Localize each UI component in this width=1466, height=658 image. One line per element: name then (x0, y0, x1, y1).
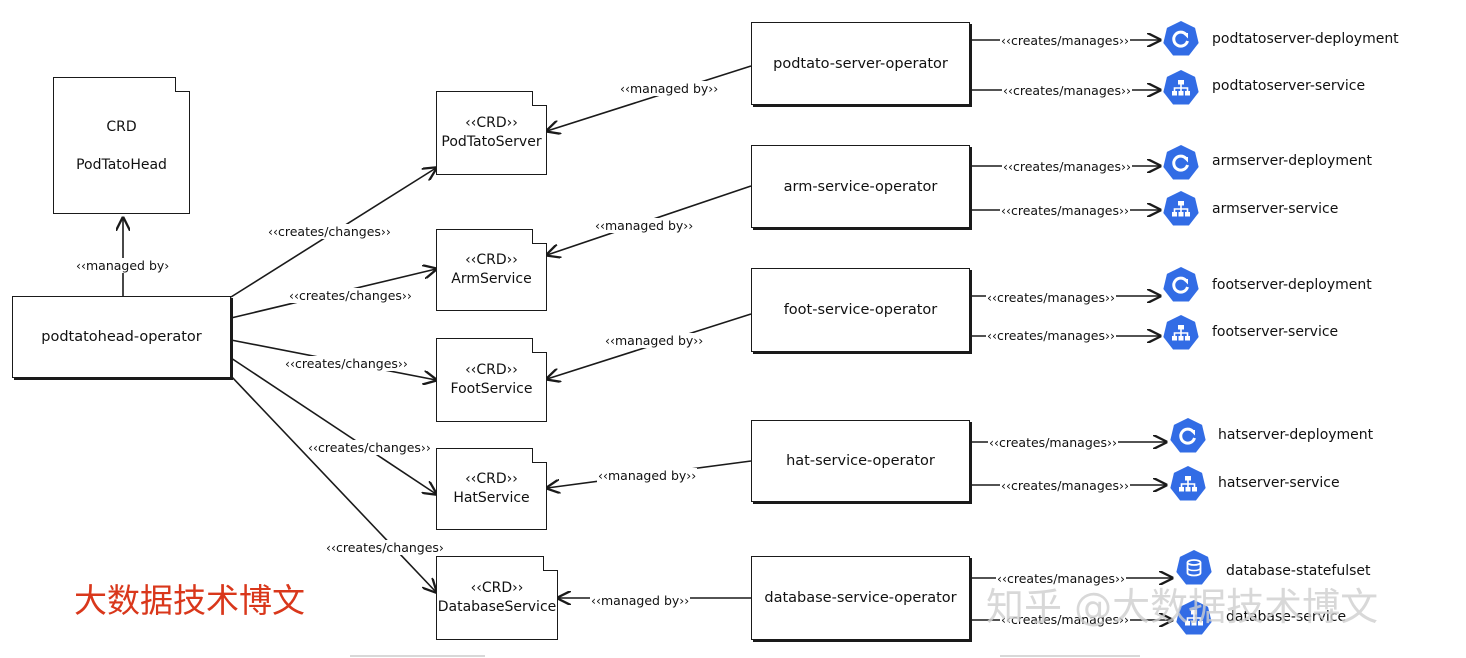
deployment-icon (1170, 418, 1206, 453)
creates-label-podtatoserver: ‹‹creates/changes›› (267, 224, 392, 239)
service-icon (1163, 70, 1199, 105)
resource-database-statefulset: database-statefulset (1226, 563, 1371, 579)
crd-fold (543, 556, 558, 571)
operator-label: podtato-server-operator (773, 55, 948, 72)
root-crd-fold (175, 77, 190, 92)
managed-by-label-hatservice: ‹‹managed by›› (597, 468, 698, 483)
managed-by-label-armservice: ‹‹managed by›› (594, 218, 695, 233)
service-icon (1163, 315, 1199, 350)
creates-label-hatservice: ‹‹creates/changes›› (307, 440, 432, 455)
service-icon (1163, 191, 1199, 226)
crd-marker: ‹‹CRD›› (465, 115, 518, 131)
operator-label: hat-service-operator (786, 453, 935, 469)
crd-podtatoserver: ‹‹CRD›› PodTatoServer (436, 91, 547, 175)
crd-name-footservice: FootService (450, 381, 533, 397)
deployment-icon (1163, 21, 1199, 56)
crd-fold (532, 448, 547, 463)
crd-name-podtatoserver: PodTatoServer (441, 134, 542, 150)
manages-label-service-5: ‹‹creates/manages›› (1000, 612, 1130, 627)
manages-label-service-1: ‹‹creates/manages›› (1002, 83, 1132, 98)
crd-fold (532, 91, 547, 106)
operator-box-hatservice: hat-service-operator (751, 420, 970, 502)
operator-box-armservice: arm-service-operator (751, 145, 970, 228)
operator-box-databaseservice: database-service-operator (751, 556, 970, 640)
resource-podtatoserver-service: podtatoserver-service (1212, 78, 1366, 94)
root-managed-by-label: ‹‹managed by› (75, 258, 171, 273)
creates-arrow-hatservice (230, 357, 436, 494)
zhihu-watermark: 知乎 @大数据技术博文 (986, 585, 1379, 629)
resource-hatserver-service: hatserver-service (1218, 475, 1340, 491)
crd-databaseservice: ‹‹CRD›› DatabaseService (436, 556, 558, 640)
manages-label-deploy-2: ‹‹creates/manages›› (1002, 159, 1132, 174)
crd-hatservice: ‹‹CRD›› HatService (436, 448, 547, 530)
resource-podtatoserver-deployment: podtatoserver-deployment (1212, 31, 1399, 47)
creates-arrow-databaseservice (230, 375, 436, 592)
crd-armservice: ‹‹CRD›› ArmService (436, 229, 547, 311)
manages-label-service-2: ‹‹creates/manages›› (1000, 203, 1130, 218)
manages-label-deploy-3: ‹‹creates/manages›› (986, 290, 1116, 305)
manages-label-deploy-1: ‹‹creates/manages›› (1000, 33, 1130, 48)
manages-label-deploy-5: ‹‹creates/manages›› (996, 571, 1126, 586)
resource-footserver-deployment: footserver-deployment (1212, 277, 1372, 293)
resource-database-service: database-service (1226, 609, 1347, 625)
root-crd-name: PodTatoHead (76, 156, 167, 173)
crd-marker: ‹‹CRD›› (470, 580, 524, 596)
crd-name-armservice: ArmService (451, 271, 532, 287)
operator-label: arm-service-operator (783, 178, 938, 195)
resource-hatserver-deployment: hatserver-deployment (1218, 427, 1374, 443)
podtatohead-operator-label: podtatohead-operator (41, 329, 202, 345)
operator-label: database-service-operator (764, 590, 957, 606)
managed-by-label-podtatoserver: ‹‹managed by›› (619, 81, 720, 96)
creates-label-armservice: ‹‹creates/changes›› (288, 288, 413, 303)
manages-label-service-4: ‹‹creates/manages›› (1000, 478, 1130, 493)
statefulset-icon (1176, 550, 1212, 585)
crd-marker: ‹‹CRD›› (465, 362, 518, 378)
resource-armserver-service: armserver-service (1212, 201, 1339, 217)
crd-name-hatservice: HatService (453, 490, 530, 506)
deployment-icon (1163, 145, 1199, 180)
crd-name-databaseservice: DatabaseService (437, 599, 557, 615)
root-crd-document: CRD PodTatoHead (53, 77, 190, 214)
podtatohead-operator-box: podtatohead-operator (12, 296, 231, 378)
operator-label: foot-service-operator (783, 302, 938, 318)
managed-by-label-footservice: ‹‹managed by›› (604, 333, 705, 348)
root-crd-kind: CRD (106, 118, 137, 135)
manages-label-service-3: ‹‹creates/manages›› (986, 328, 1116, 343)
watermark-text: 大数据技术博文 (74, 581, 305, 620)
crd-marker: ‹‹CRD›› (465, 252, 518, 268)
manages-label-deploy-4: ‹‹creates/manages›› (988, 435, 1118, 450)
service-icon (1170, 466, 1206, 501)
service-icon (1176, 600, 1212, 635)
crd-marker: ‹‹CRD›› (465, 471, 518, 487)
creates-label-databaseservice: ‹‹creates/changes› (325, 540, 445, 555)
crd-fold (532, 229, 547, 244)
resource-armserver-deployment: armserver-deployment (1212, 153, 1372, 169)
crd-footservice: ‹‹CRD›› FootService (436, 338, 547, 422)
resource-footserver-service: footserver-service (1212, 324, 1339, 340)
operator-box-footservice: foot-service-operator (751, 268, 970, 352)
managed-by-arrow-podtatoserver (547, 65, 752, 131)
deployment-icon (1163, 267, 1199, 302)
creates-label-footservice: ‹‹creates/changes›› (284, 356, 409, 371)
managed-by-label-databaseservice: ‹‹managed by›› (590, 593, 691, 608)
operator-box-podtatoserver: podtato-server-operator (751, 22, 970, 105)
crd-fold (532, 338, 547, 353)
